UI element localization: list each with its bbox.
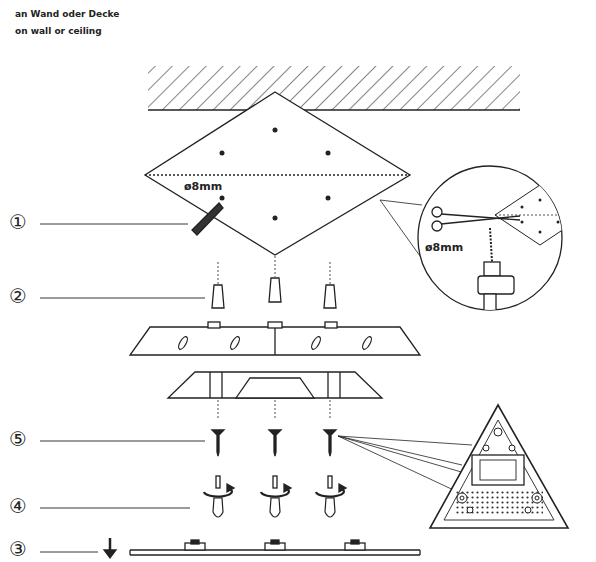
caption-text: on wall or ceiling xyxy=(14,27,103,37)
lamp-bulb xyxy=(325,498,335,517)
arrow-head xyxy=(339,484,346,492)
caption-text: an Wand oder Decke xyxy=(14,10,120,20)
callout-number: ② xyxy=(8,285,28,307)
dimension: ø8mm xyxy=(424,242,464,254)
lamp-pin xyxy=(328,476,332,488)
lamp-pin xyxy=(216,476,220,488)
callout-number: ④ xyxy=(8,495,28,517)
arrow-head xyxy=(284,484,291,492)
lamp-bulb xyxy=(270,498,280,517)
lamp-bulb xyxy=(213,498,223,517)
lamp-pin xyxy=(273,476,277,488)
dimension: ø8mm xyxy=(183,181,223,193)
callout-number: ① xyxy=(8,211,28,233)
callout-number: ③ xyxy=(8,538,28,560)
drawing xyxy=(40,66,585,558)
clip-tab xyxy=(191,540,199,544)
clip-tab xyxy=(351,540,359,544)
callout-number: ⑤ xyxy=(8,428,28,450)
clip-tab xyxy=(271,540,279,544)
arrow-head xyxy=(227,484,234,492)
